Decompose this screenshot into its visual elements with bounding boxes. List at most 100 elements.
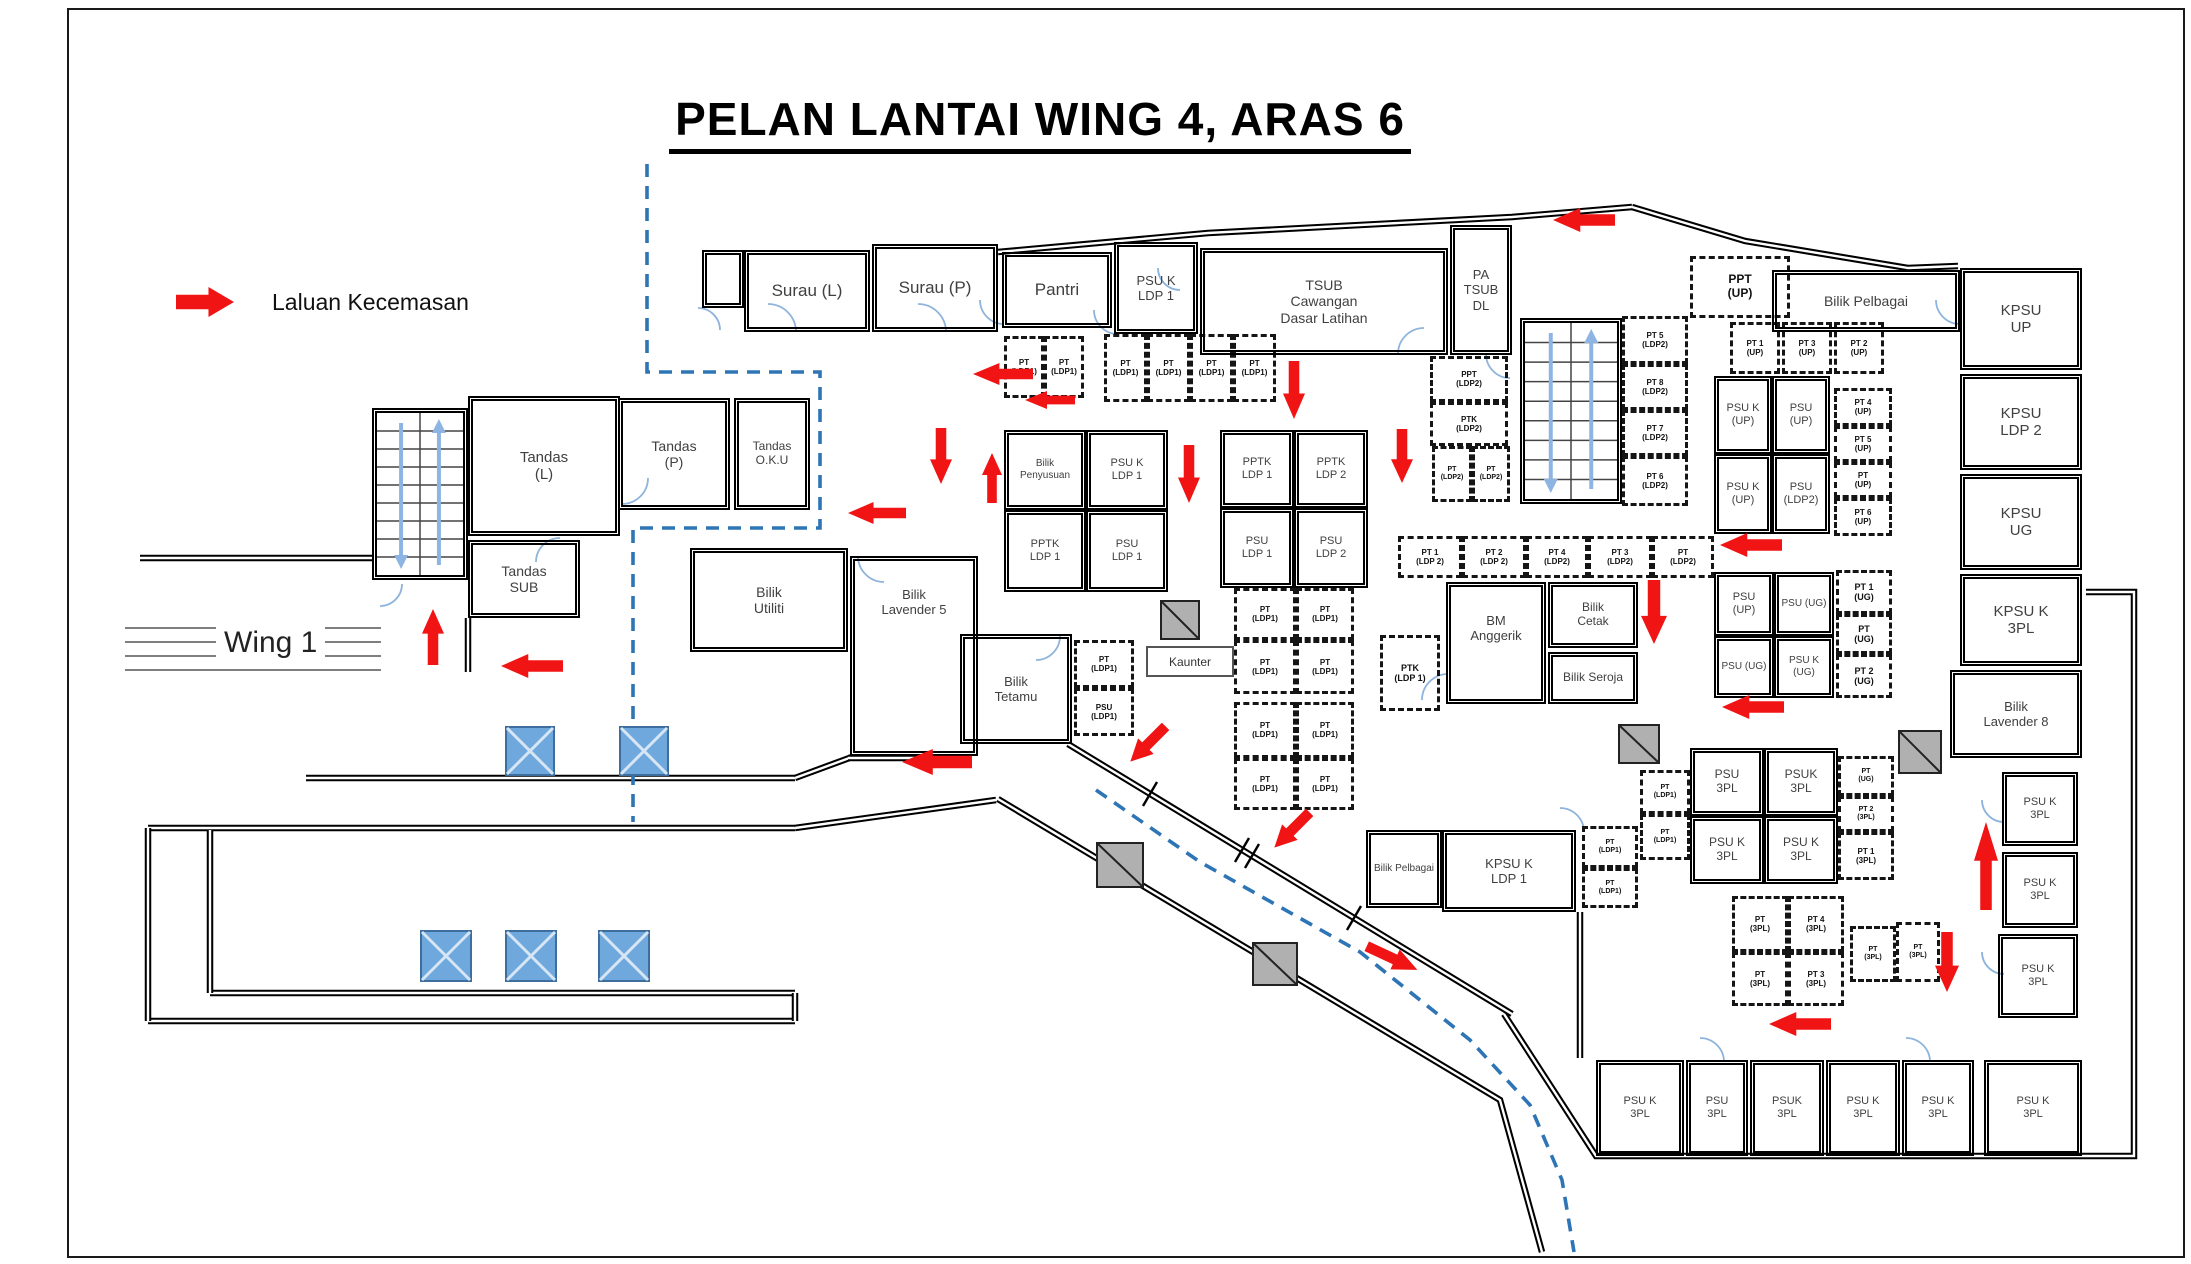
room-pt-ldp1-b2: PT (LDP1) bbox=[1147, 334, 1190, 402]
room-psu-k-3pl-row4: PSU K 3PL bbox=[1984, 1060, 2082, 1156]
room-pt-ldp1-d2: PT (LDP1) bbox=[1296, 702, 1354, 758]
room-psu-3pl: PSU 3PL bbox=[1690, 748, 1764, 816]
room-pt5-ldp2: PT 5 (LDP2) bbox=[1622, 316, 1688, 364]
room-pt6-up: PT 6 (UP) bbox=[1834, 498, 1892, 536]
room-psu-k-3pl-row1: PSU K 3PL bbox=[1596, 1060, 1684, 1156]
room-psu-ldp2-b: PSU (LDP2) bbox=[1772, 454, 1830, 534]
room-psu-ldp1-tetamu: PSU (LDP1) bbox=[1074, 688, 1134, 736]
room-psu-ug-2: PSU (UG) bbox=[1714, 636, 1774, 698]
room-pt7-ldp2: PT 7 (LDP2) bbox=[1622, 410, 1688, 456]
room-bilik-cetak: Bilik Cetak bbox=[1548, 582, 1638, 648]
room-psu-k-up-2: PSU K (UP) bbox=[1714, 454, 1772, 534]
room-kpsu-ldp2: KPSU LDP 2 bbox=[1960, 374, 2082, 470]
room-pt-ug-b: PT (UG) bbox=[1838, 756, 1894, 796]
room-pt2-ug: PT 2 (UG) bbox=[1836, 654, 1892, 698]
page-title: PELAN LANTAI WING 4, ARAS 6 bbox=[610, 92, 1470, 154]
room-pantri: Pantri bbox=[1002, 252, 1112, 328]
room-pt-ldp1-d3: PT (LDP1) bbox=[1234, 758, 1296, 810]
room-pt-ldp1-k1: PT (LDP1) bbox=[1582, 826, 1638, 868]
room-pt-ldp2-a: PT (LDP2) bbox=[1432, 446, 1472, 502]
room-pt-3pl-a: PT (3PL) bbox=[1732, 896, 1788, 952]
room-pptk-ldp1-a: PPTK LDP 1 bbox=[1004, 510, 1086, 592]
room-pt-ldp1-c2: PT (LDP1) bbox=[1296, 588, 1354, 640]
room-psu-k-3pl-row2: PSU K 3PL bbox=[1826, 1060, 1900, 1156]
room-pt-ldp1-d4: PT (LDP1) bbox=[1296, 758, 1354, 810]
room-tandas-p: Tandas (P) bbox=[618, 398, 730, 510]
room-tsub-cawangan-dasar-latihan: TSUB Cawangan Dasar Latihan bbox=[1200, 248, 1448, 355]
room-pptk-ldp1-b: PPTK LDP 1 bbox=[1220, 430, 1294, 508]
room-pt-ldp1-b1: PT (LDP1) bbox=[1104, 334, 1147, 402]
room-kpsu-k-ldp1: KPSU K LDP 1 bbox=[1442, 830, 1576, 912]
room-pt-ldp1-c3: PT (LDP1) bbox=[1234, 640, 1296, 694]
room-pt3-ldp2: PT 3 (LDP2) bbox=[1588, 536, 1652, 578]
room-pt-ldp2-b: PT (LDP2) bbox=[1472, 446, 1510, 502]
service-box-5-icon bbox=[1898, 730, 1942, 774]
stairwell-left bbox=[372, 408, 468, 580]
service-box-1-icon bbox=[1160, 600, 1200, 640]
room-psu-up-2: PSU (UP) bbox=[1714, 572, 1774, 636]
legend: Laluan Kecemasan bbox=[176, 284, 469, 320]
room-pt1-up: PT 1 (UP) bbox=[1730, 322, 1780, 374]
room-psu-k-ldp1-b: PSU K LDP 1 bbox=[1086, 430, 1168, 510]
lift-1-icon bbox=[505, 726, 555, 776]
room-psu-ldp2-a: PSU LDP 2 bbox=[1294, 508, 1368, 588]
room-pt2-3pl: PT 2 (3PL) bbox=[1838, 796, 1894, 832]
service-box-4-icon bbox=[1618, 724, 1660, 764]
room-pt4-3pl: PT 4 (3PL) bbox=[1788, 896, 1844, 952]
room-pt-ldp1-m1: PT (LDP1) bbox=[1640, 770, 1690, 814]
room-pt-ldp1-k2: PT (LDP1) bbox=[1582, 868, 1638, 908]
room-ptk-ldp2: PTK (LDP2) bbox=[1430, 402, 1508, 446]
lift-4-icon bbox=[505, 930, 557, 982]
room-pt4-ldp2: PT 4 (LDP2) bbox=[1526, 536, 1588, 578]
room-psu-k-3pl-b: PSU K 3PL bbox=[1764, 816, 1838, 884]
room-psu-ug-1: PSU (UG) bbox=[1774, 572, 1834, 636]
room-bilik-penyusuan: Bilik Penyusuan bbox=[1004, 430, 1086, 510]
room-pt-ldp2-c: PT (LDP2) bbox=[1652, 536, 1714, 578]
evacuation-route-2 bbox=[1094, 788, 1576, 1253]
room-psuk-3pl-row: PSUK 3PL bbox=[1750, 1060, 1824, 1156]
service-box-3-icon bbox=[1252, 942, 1298, 986]
room-pt-3pl-b: PT (3PL) bbox=[1732, 952, 1788, 1006]
room-psu-ldp1-a: PSU LDP 1 bbox=[1086, 510, 1168, 592]
page-title-text: PELAN LANTAI WING 4, ARAS 6 bbox=[669, 92, 1411, 154]
room-ppt-up: PPT (UP) bbox=[1690, 256, 1790, 318]
service-box-2-icon bbox=[1096, 842, 1144, 888]
room-store-small bbox=[702, 250, 744, 308]
room-psu-ldp1-b: PSU LDP 1 bbox=[1220, 508, 1294, 588]
room-tandas-sub: Tandas SUB bbox=[468, 540, 580, 618]
room-tandas-oku: Tandas O.K.U bbox=[734, 398, 810, 510]
room-psu-3pl-row: PSU 3PL bbox=[1686, 1060, 1748, 1156]
room-psu-k-ug: PSU K (UG) bbox=[1774, 636, 1834, 698]
room-pt-up: PT (UP) bbox=[1834, 462, 1892, 498]
room-pt-ldp1-b3: PT (LDP1) bbox=[1190, 334, 1233, 402]
room-surau-p: Surau (P) bbox=[872, 244, 998, 332]
room-bilik-seroja: Bilik Seroja bbox=[1548, 652, 1638, 704]
room-pt-3pl-c: PT (3PL) bbox=[1850, 926, 1896, 982]
room-bm-anggerik: BM Anggerik bbox=[1446, 582, 1546, 704]
room-surau-l: Surau (L) bbox=[744, 250, 870, 332]
room-pt-ldp1-c1: PT (LDP1) bbox=[1234, 588, 1296, 640]
evacuation-route-1 bbox=[631, 164, 822, 822]
room-psu-k-3pl-a: PSU K 3PL bbox=[1690, 816, 1764, 884]
legend-label: Laluan Kecemasan bbox=[272, 288, 469, 315]
room-pt5-up: PT 5 (UP) bbox=[1834, 426, 1892, 462]
room-pt-ldp1-a1: PT (LDP1) bbox=[1004, 336, 1044, 398]
room-pt2-up: PT 2 (UP) bbox=[1834, 322, 1884, 374]
room-tandas-l: Tandas (L) bbox=[468, 396, 620, 536]
room-pt-ldp1-b4: PT (LDP1) bbox=[1233, 334, 1276, 402]
room-psu-k-3pl-col3: PSU K 3PL bbox=[1998, 934, 2078, 1018]
room-psu-k-up-1: PSU K (UP) bbox=[1714, 376, 1772, 454]
room-bilik-lavender-8: Bilik Lavender 8 bbox=[1950, 670, 2082, 758]
room-bilik-pelbagai-atas: Bilik Pelbagai bbox=[1772, 270, 1960, 332]
room-pt1-ug: PT 1 (UG) bbox=[1836, 570, 1892, 614]
lift-2-icon bbox=[619, 726, 669, 776]
room-kpsu-up: KPSU UP bbox=[1960, 268, 2082, 370]
room-pt-ldp1-tetamu: PT (LDP1) bbox=[1074, 640, 1134, 688]
emergency-route-arrow-icon bbox=[176, 287, 234, 317]
kaunter-label: Kaunter bbox=[1146, 646, 1234, 677]
room-ptk-ldp1: PTK (LDP 1) bbox=[1380, 635, 1440, 711]
room-pt-ldp1-a2: PT (LDP1) bbox=[1044, 336, 1084, 398]
room-psu-k-3pl-col2: PSU K 3PL bbox=[2002, 852, 2078, 928]
room-pt4-up: PT 4 (UP) bbox=[1834, 388, 1892, 426]
